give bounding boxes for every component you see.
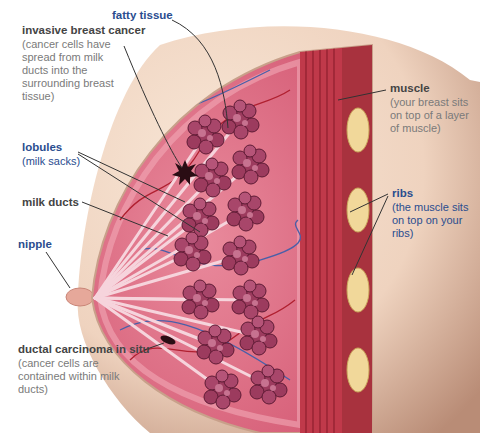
part-name: milk ducts xyxy=(22,196,102,209)
part-note: (cancer cells have spread from milk duct… xyxy=(22,38,126,103)
part-name: nipple xyxy=(18,238,78,251)
part-note: (milk sacks) xyxy=(22,155,102,168)
part-name: ductal carcinoma in situ xyxy=(18,343,168,356)
part-note: (cancer cells are contained within milk … xyxy=(18,357,143,396)
part-name: lobules xyxy=(22,141,102,154)
part-name: invasive breast cancer xyxy=(22,24,172,37)
part-name: ribs xyxy=(392,187,472,200)
part-note: (the muscle sits on top on your ribs) xyxy=(392,201,476,240)
part-name: fatty tissue xyxy=(112,9,222,22)
part-name: muscle xyxy=(390,82,475,95)
part-note: (your breast sits on top of a layer of m… xyxy=(390,96,476,135)
